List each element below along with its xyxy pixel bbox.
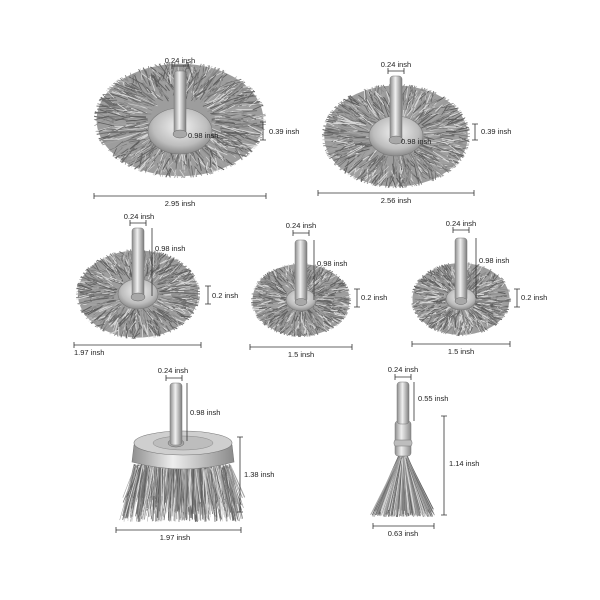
shank-diameter-label: 0.24 insh <box>446 219 476 228</box>
hub-nut <box>294 298 308 306</box>
shank-diameter-label: 0.24 insh <box>388 365 418 374</box>
ferrule <box>394 420 412 457</box>
wire-bristles <box>370 454 435 518</box>
shank-diameter-label: 0.24 insh <box>165 56 195 65</box>
wire-wheel-brush-4: 0.24 insh 0.98 insh 0.2 insh 1.5 insh <box>249 221 387 359</box>
hub-nut <box>388 135 404 145</box>
shank-length-label: 0.98 insh <box>188 131 218 140</box>
diameter-label: 1.97 insh <box>74 348 104 357</box>
shank-length-label: 0.98 insh <box>190 408 220 417</box>
wire-wheel-brush-1: 0.24 insh 0.98 insh 0.39 insh 2.95 insh <box>93 56 299 208</box>
wire-wheel-brush-5: 0.24 insh 0.98 insh 0.2 insh 1.5 insh <box>411 219 547 356</box>
wire-wheel-brush-3: 0.24 insh 0.98 insh 0.2 insh 1.97 insh <box>73 212 238 357</box>
shank <box>396 381 410 425</box>
height-label: 1.38 insh <box>244 470 274 479</box>
shank-diameter-label: 0.24 insh <box>381 60 411 69</box>
shank-diameter-label: 0.24 insh <box>286 221 316 230</box>
shank <box>131 227 145 299</box>
diameter-label: 1.5 insh <box>448 347 474 356</box>
shank-diameter-label: 0.24 insh <box>124 212 154 221</box>
shank-length-label: 0.55 insh <box>418 394 448 403</box>
wire-end-brush: 0.24 insh 0.55 insh 1.14 insh 0.63 insh <box>370 365 479 538</box>
diameter-label: 0.63 insh <box>388 529 418 538</box>
shank-length-label: 0.98 insh <box>401 137 431 146</box>
diameter-label: 2.95 insh <box>165 199 195 208</box>
shank-length-label: 0.98 insh <box>317 259 347 268</box>
shank-length-label: 0.98 insh <box>155 244 185 253</box>
wire-bristles <box>119 463 246 523</box>
hub-nut <box>172 129 188 139</box>
thickness-label: 0.39 insh <box>481 127 511 136</box>
shank <box>454 237 468 302</box>
hub-nut <box>454 297 468 305</box>
shank <box>389 75 403 141</box>
wire-wheel-brush-2: 0.24 insh 0.98 insh 0.39 insh 2.56 insh <box>317 60 511 205</box>
shank <box>169 382 183 446</box>
thickness-label: 0.39 insh <box>269 127 299 136</box>
diameter-label: 1.97 insh <box>160 533 190 542</box>
shank-length-label: 0.98 insh <box>479 256 509 265</box>
diameter-label: 1.5 insh <box>288 350 314 359</box>
shank <box>294 239 308 303</box>
shank-diameter-label: 0.24 insh <box>158 366 188 375</box>
thickness-label: 0.2 insh <box>361 293 387 302</box>
shank <box>173 70 187 136</box>
hub-nut <box>130 292 146 302</box>
diameter-label: 2.56 insh <box>381 196 411 205</box>
wire-cup-brush: 0.24 insh 0.98 insh 1.38 insh 1.97 insh <box>115 366 274 542</box>
ferrule-ring <box>393 439 413 447</box>
thickness-label: 0.2 insh <box>212 291 238 300</box>
height-label: 1.14 insh <box>449 459 479 468</box>
thickness-label: 0.2 insh <box>521 293 547 302</box>
